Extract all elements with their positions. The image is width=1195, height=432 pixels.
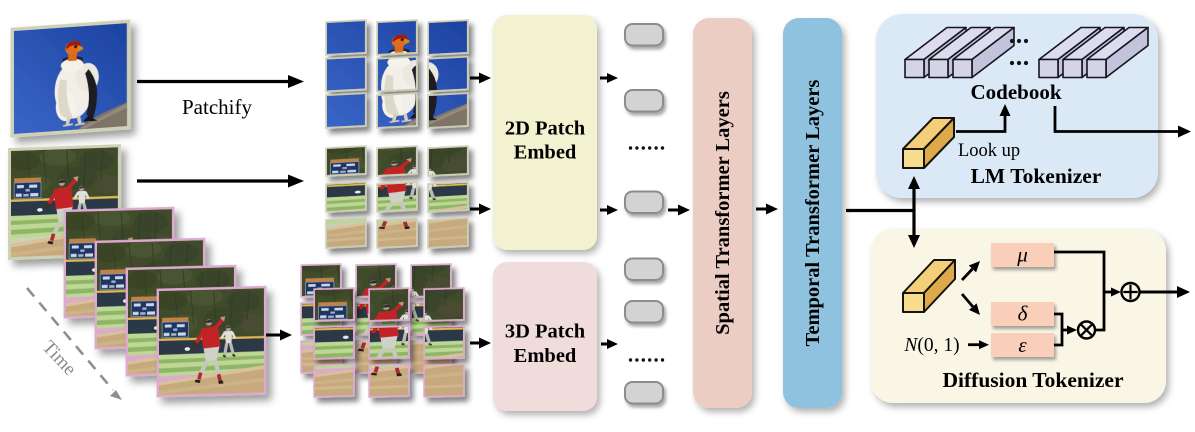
svg-text:μ: μ bbox=[1016, 243, 1028, 267]
svg-text:Patchify: Patchify bbox=[182, 95, 252, 119]
svg-text:N(0, 1): N(0, 1) bbox=[903, 335, 959, 356]
svg-text:Embed: Embed bbox=[514, 345, 577, 367]
svg-text:Embed: Embed bbox=[514, 142, 577, 164]
svg-text:Temporal Transformer Layers: Temporal Transformer Layers bbox=[802, 80, 824, 347]
svg-text:Diffusion Tokenizer: Diffusion Tokenizer bbox=[943, 368, 1124, 392]
svg-text:ε: ε bbox=[1018, 333, 1027, 357]
svg-text:3D Patch: 3D Patch bbox=[505, 321, 586, 343]
svg-text:Spatial Transformer Layers: Spatial Transformer Layers bbox=[712, 91, 734, 335]
svg-text:δ: δ bbox=[1018, 302, 1029, 326]
svg-text:Look up: Look up bbox=[958, 141, 1020, 161]
svg-text:LM Tokenizer: LM Tokenizer bbox=[971, 164, 1102, 188]
svg-text:2D Patch: 2D Patch bbox=[505, 118, 586, 140]
svg-text:Codebook: Codebook bbox=[970, 80, 1061, 104]
svg-text:Time: Time bbox=[38, 337, 80, 380]
